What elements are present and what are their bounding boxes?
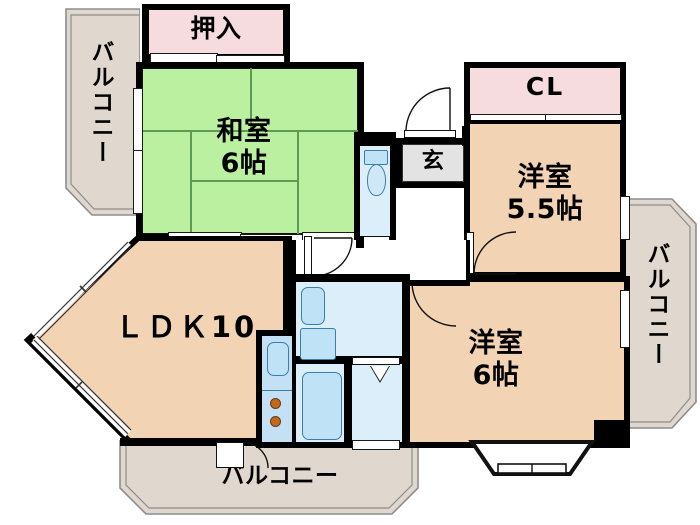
ldk-hall-door[interactable] bbox=[304, 236, 312, 276]
stove-burner-icon bbox=[270, 416, 281, 427]
wash-kitchen-divider bbox=[344, 364, 352, 448]
washitsu-window[interactable] bbox=[133, 88, 143, 152]
toilet-bowl-icon bbox=[367, 164, 386, 196]
bay-window-svg bbox=[468, 440, 596, 476]
tatami-seam bbox=[190, 130, 192, 234]
cl-label: CL bbox=[525, 72, 565, 101]
ldk-diagonal-window[interactable] bbox=[28, 238, 134, 344]
balcony-right-label: バルコニー bbox=[643, 242, 669, 367]
bath-divider-wall bbox=[288, 356, 410, 364]
ldk-label: ＬＤＫ10 bbox=[114, 310, 258, 344]
washitsu-window[interactable] bbox=[133, 150, 143, 214]
wall-segment bbox=[356, 236, 364, 248]
yoshitsu-6-corner-wall bbox=[594, 420, 630, 448]
kitchen-counter-seam bbox=[262, 390, 292, 392]
genkan bbox=[402, 144, 464, 182]
washitsu-label: 和室 bbox=[216, 116, 272, 147]
tatami-seam bbox=[297, 130, 299, 234]
ldk-hall-door-swing bbox=[312, 236, 354, 278]
oshiire bbox=[149, 10, 283, 54]
yoshitsu55-swing-svg bbox=[473, 231, 517, 275]
balcony-left-label: バルコニー bbox=[87, 40, 113, 165]
wall-segment bbox=[462, 126, 470, 146]
yoshitsu-55-size: 5.5帖 bbox=[506, 194, 584, 225]
balcony-left-outline bbox=[65, 8, 141, 216]
yoshitsu-55-door-swing bbox=[473, 230, 518, 276]
yoshitsu-55-window[interactable] bbox=[620, 196, 630, 240]
wash-basin-icon bbox=[301, 287, 325, 325]
yoshitsu-6-door-swing bbox=[410, 281, 458, 328]
yoshitsu-6 bbox=[406, 282, 624, 442]
ldk-balcony-swing-svg bbox=[243, 441, 269, 469]
hallway bbox=[296, 240, 466, 280]
ldk-balcony-door[interactable] bbox=[216, 442, 244, 468]
kitchen-sink-icon bbox=[267, 342, 289, 376]
ldk-hall-swing-svg bbox=[313, 237, 353, 277]
ldk-balcony-door-swing bbox=[243, 441, 270, 470]
bath-door-mark-icon bbox=[371, 366, 389, 381]
yoshitsu-6-bay-window[interactable] bbox=[468, 440, 596, 488]
yoshitsu-6-size: 6帖 bbox=[472, 360, 520, 391]
balcony-right: バルコニー bbox=[619, 196, 698, 434]
yoshitsu-6-window[interactable] bbox=[620, 290, 630, 348]
tatami-seam bbox=[250, 68, 252, 130]
bathroom-door[interactable] bbox=[352, 357, 400, 365]
sanitary-window[interactable] bbox=[352, 440, 400, 450]
tatami-seam bbox=[142, 130, 358, 132]
stove-burner-icon bbox=[270, 398, 281, 409]
ldk-window-lower-svg bbox=[31, 335, 132, 437]
ldk-diagonal-window[interactable] bbox=[28, 335, 134, 442]
wall-segment bbox=[284, 236, 292, 282]
yoshitsu-6-label: 洋室 bbox=[468, 328, 524, 359]
oshiire-label: 押入 bbox=[190, 14, 242, 43]
genkan-label: 玄 bbox=[421, 149, 445, 174]
bathtub-icon bbox=[302, 372, 342, 440]
toilet-tank-icon bbox=[364, 150, 388, 165]
washitsu-size: 6帖 bbox=[220, 148, 268, 179]
washing-machine-icon bbox=[300, 328, 336, 360]
ldk-window-upper-svg bbox=[31, 239, 132, 342]
balcony-left: バルコニー bbox=[62, 6, 141, 218]
tatami-seam bbox=[190, 180, 297, 182]
entrance-swing-svg bbox=[405, 87, 451, 131]
entrance-door[interactable] bbox=[404, 130, 456, 138]
wall-segment bbox=[354, 132, 396, 140]
yoshitsu-55-label: 洋室 bbox=[517, 162, 573, 193]
yoshitsu-55 bbox=[470, 124, 620, 272]
entrance-door-swing bbox=[404, 86, 456, 132]
ldk-south-wall bbox=[120, 438, 260, 446]
cl-closet bbox=[470, 68, 620, 114]
yoshitsu6-swing-svg bbox=[411, 281, 457, 327]
